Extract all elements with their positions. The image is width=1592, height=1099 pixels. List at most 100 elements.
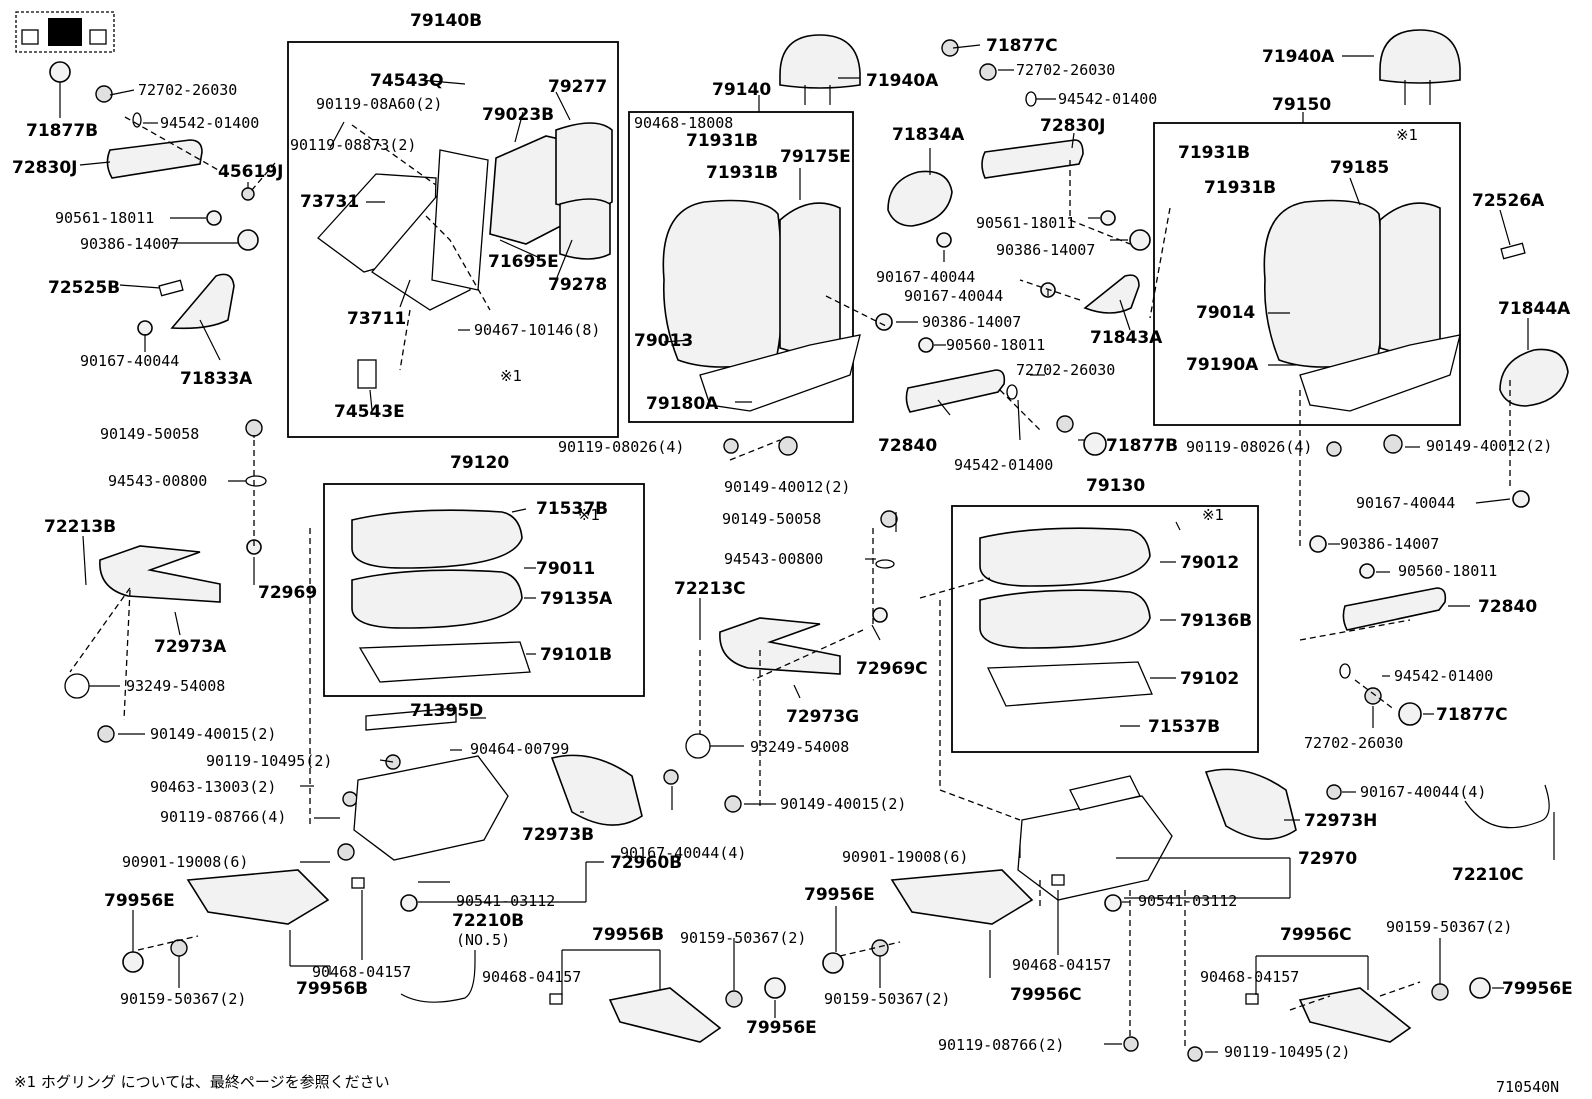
leg-cover-72973A-icon (99, 545, 221, 603)
label: 90541-03112 (456, 892, 555, 910)
label: 79956C (1280, 925, 1352, 945)
rail-cover-79956C-center-icon (890, 869, 1034, 925)
label: 90167-40044 (904, 287, 1003, 305)
label: 79023B (482, 105, 554, 125)
note-mark: ※1 (500, 367, 522, 385)
label: 74543E (334, 402, 405, 422)
label: 72210B (452, 911, 524, 931)
leg-cover-72973G-icon (719, 617, 841, 675)
label: 90159-50367(2) (1386, 918, 1512, 936)
callout-labels: 79140B 79140 79150 79120 79130 71940A 71… (12, 11, 1573, 1061)
label: 79956B (592, 925, 664, 945)
label: 71877B (1106, 436, 1178, 456)
label: 74543Q (370, 71, 444, 91)
label: 71695E (488, 252, 559, 272)
label: 71844A (1498, 299, 1571, 319)
label: 94543-00800 (108, 472, 207, 490)
label: 90386-14007 (1340, 535, 1439, 553)
label: 90386-14007 (996, 241, 1095, 259)
label: 90159-50367(2) (680, 929, 806, 947)
label: 79136B (1180, 611, 1252, 631)
label: 72702-26030 (1016, 61, 1115, 79)
label: 72830J (1040, 116, 1105, 136)
label: 90468-04157 (1200, 968, 1299, 986)
label: 93249-54008 (750, 738, 849, 756)
group-box-79150 (1153, 122, 1461, 426)
label: 79277 (548, 77, 607, 97)
label: 72973G (786, 707, 859, 727)
label: 90167-40044(4) (1360, 783, 1486, 801)
label: 90560-18011 (946, 336, 1045, 354)
label: 90386-14007 (922, 313, 1021, 331)
label: 90167-40044 (1356, 494, 1455, 512)
label: 90119-08766(4) (160, 808, 286, 826)
label: 90149-50058 (100, 425, 199, 443)
label: 90463-13003(2) (150, 778, 276, 796)
label: 72702-26030 (138, 81, 237, 99)
label: 72526A (1472, 191, 1545, 211)
label: 90119-08026(4) (558, 438, 684, 456)
label: 72973H (1304, 811, 1377, 831)
label: 94542-01400 (1394, 667, 1493, 685)
label: 71931B (706, 163, 778, 183)
label: 90468-04157 (482, 968, 581, 986)
label: 72840 (1478, 597, 1537, 617)
label: 90468-18008 (634, 114, 733, 132)
label: 71931B (686, 131, 758, 151)
label: 79014 (1196, 303, 1255, 323)
cap-72526A-icon (1500, 242, 1526, 260)
label: 79175E (780, 147, 851, 167)
label: 72970 (1298, 849, 1357, 869)
group-box-79120 (323, 483, 645, 697)
arm-cover-72840-left-icon (905, 369, 1006, 413)
rail-cover-79956B-left-icon (186, 869, 330, 925)
label: 45619J (218, 162, 283, 182)
label: 79011 (536, 559, 595, 579)
label: 94543-00800 (724, 550, 823, 568)
seatback-frame-79140B-icon (317, 122, 613, 389)
armrest-left-icon (106, 139, 203, 179)
label: 90901-19008(6) (122, 853, 248, 871)
label: 90119-08873(2) (290, 136, 416, 154)
label: 71940A (866, 71, 939, 91)
label: (NO.5) (456, 931, 510, 949)
label: 79180A (646, 394, 719, 414)
label: 90119-10495(2) (1224, 1043, 1350, 1061)
label: 79956E (104, 891, 175, 911)
label: 79120 (450, 453, 509, 473)
seat-cushion-79012-icon (979, 527, 1153, 707)
label: 73731 (300, 192, 359, 212)
leg-cover-72973H-icon (1204, 768, 1297, 840)
label: 71877C (1436, 705, 1508, 725)
label: 71877C (986, 36, 1058, 56)
label: 90560-18011 (1398, 562, 1497, 580)
label: 90159-50367(2) (120, 990, 246, 1008)
note-mark: ※1 (578, 506, 600, 524)
label: 79956E (746, 1018, 817, 1038)
seat-base-72960B-icon (353, 707, 509, 861)
label: 79101B (540, 645, 612, 665)
label: 72969 (258, 583, 317, 603)
label: 90167-40044(4) (620, 844, 746, 862)
label: 90541-03112 (1138, 892, 1237, 910)
label: 79013 (634, 331, 693, 351)
label: 79102 (1180, 669, 1239, 689)
label: 90119-10495(2) (206, 752, 332, 770)
label: 79956B (296, 979, 368, 999)
label: 72973A (154, 637, 227, 657)
seat-base-72970-icon (1017, 775, 1173, 901)
clip-90468-icons (351, 874, 1259, 1005)
label: 90149-40012(2) (724, 478, 850, 496)
label: 90467-10146(8) (474, 321, 600, 339)
label: 94542-01400 (160, 114, 259, 132)
section-thumbnail-icon (15, 11, 115, 53)
label: 72973B (522, 825, 594, 845)
rail-cover-79956C-right-icon (1298, 987, 1412, 1043)
cover-71834A-icon (887, 170, 953, 227)
label: 90468-04157 (312, 963, 411, 981)
label: 71537B (1148, 717, 1220, 737)
label: 71395D (410, 701, 483, 721)
label: 79185 (1330, 158, 1389, 178)
headrest-left-icon (779, 34, 861, 105)
